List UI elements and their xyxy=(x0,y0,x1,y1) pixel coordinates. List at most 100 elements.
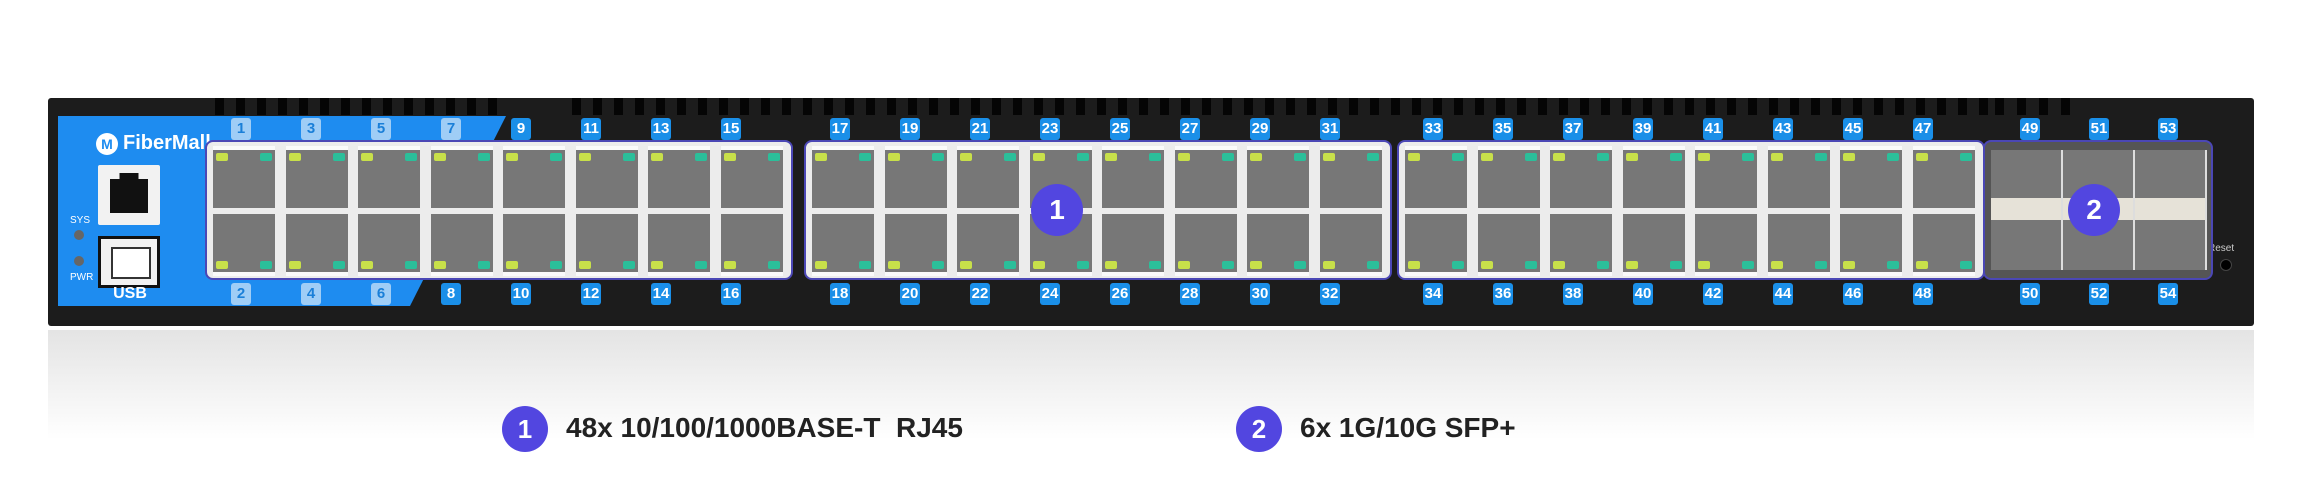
port-led xyxy=(1032,261,1045,269)
rj45-port[interactable] xyxy=(1622,214,1685,276)
port-number-label: 31 xyxy=(1320,118,1340,140)
rj45-port[interactable] xyxy=(1767,146,1830,208)
port-led xyxy=(695,153,707,161)
port-number-label: 26 xyxy=(1110,283,1130,305)
rj45-port[interactable] xyxy=(1174,146,1237,208)
rj45-port[interactable] xyxy=(1912,146,1975,208)
rj45-port[interactable] xyxy=(1550,146,1612,208)
rj45-port[interactable] xyxy=(648,214,710,276)
rj45-port[interactable] xyxy=(957,214,1019,276)
vent-slot xyxy=(425,98,434,115)
rj45-port[interactable] xyxy=(503,214,565,276)
rj45-port[interactable] xyxy=(884,214,947,276)
port-number-label: 5 xyxy=(371,118,391,140)
rj45-port[interactable] xyxy=(812,146,874,208)
usb-port[interactable] xyxy=(98,236,160,288)
rj45-port[interactable] xyxy=(1840,146,1902,208)
rj45-port[interactable] xyxy=(430,146,493,208)
reset-button[interactable] xyxy=(2220,259,2232,271)
port-number-label: 21 xyxy=(970,118,990,140)
rj45-port[interactable] xyxy=(358,146,420,208)
rj45-port[interactable] xyxy=(957,146,1019,208)
vent-slot xyxy=(971,98,980,115)
rj45-port[interactable] xyxy=(1405,146,1467,208)
vent-slot xyxy=(404,98,413,115)
port-led xyxy=(1221,153,1234,161)
rj45-port[interactable] xyxy=(285,214,348,276)
rj45-port[interactable] xyxy=(812,214,874,276)
rj45-port[interactable] xyxy=(1840,214,1902,276)
sfp-port[interactable] xyxy=(1991,150,2063,270)
port-led xyxy=(931,261,944,269)
sfp-port[interactable] xyxy=(2135,150,2207,270)
rj45-port[interactable] xyxy=(430,214,493,276)
vent-slot xyxy=(908,98,917,115)
port-led xyxy=(1669,261,1682,269)
rj45-port[interactable] xyxy=(503,146,565,208)
rj45-port[interactable] xyxy=(1247,146,1309,208)
port-led xyxy=(1915,153,1928,161)
port-led xyxy=(651,261,663,269)
vent-slot xyxy=(1265,98,1274,115)
rj45-port[interactable] xyxy=(1695,214,1757,276)
rj45-port[interactable] xyxy=(575,214,638,276)
vent-slot xyxy=(1853,98,1862,115)
vent-slot xyxy=(1601,98,1610,115)
rj45-port[interactable] xyxy=(1319,214,1382,276)
rj45-port[interactable] xyxy=(1102,214,1164,276)
vent-slot xyxy=(1517,98,1526,115)
rj45-port[interactable] xyxy=(1174,214,1237,276)
rj45-port[interactable] xyxy=(720,214,783,276)
port-led xyxy=(405,261,417,269)
rj45-port[interactable] xyxy=(285,146,348,208)
port-led xyxy=(1004,261,1016,269)
vent-slot xyxy=(2039,98,2048,115)
port-number-label: 16 xyxy=(721,283,741,305)
vent-slot xyxy=(866,98,875,115)
vent-slot xyxy=(1454,98,1463,115)
rj45-port[interactable] xyxy=(1247,214,1309,276)
reflection xyxy=(48,330,2254,440)
rj45-port[interactable] xyxy=(213,146,275,208)
port-number-label: 32 xyxy=(1320,283,1340,305)
rj45-port[interactable] xyxy=(1102,146,1164,208)
rj45-port[interactable] xyxy=(358,214,420,276)
console-port[interactable] xyxy=(98,165,160,225)
port-led xyxy=(477,153,490,161)
rj45-port[interactable] xyxy=(1912,214,1975,276)
port-number-label: 39 xyxy=(1633,118,1653,140)
port-led xyxy=(1959,153,1972,161)
rj45-port[interactable] xyxy=(1477,214,1540,276)
rj45-port[interactable] xyxy=(1695,146,1757,208)
port-led xyxy=(550,261,562,269)
port-led xyxy=(1105,261,1117,269)
vent-slot xyxy=(1412,98,1421,115)
rj45-port[interactable] xyxy=(575,146,638,208)
rj45-port[interactable] xyxy=(213,214,275,276)
port-led xyxy=(960,153,972,161)
rj45-port[interactable] xyxy=(720,146,783,208)
port-number-label: 41 xyxy=(1703,118,1723,140)
port-led xyxy=(767,153,780,161)
rj45-port[interactable] xyxy=(1405,214,1467,276)
port-led xyxy=(361,153,373,161)
port-led xyxy=(1322,261,1335,269)
brand-name: FiberMall xyxy=(123,132,211,154)
rj45-port[interactable] xyxy=(1319,146,1382,208)
port-led xyxy=(1843,153,1855,161)
rj45-port[interactable] xyxy=(1767,214,1830,276)
rj45-port[interactable] xyxy=(648,146,710,208)
port-led xyxy=(1524,261,1537,269)
port-led xyxy=(859,153,871,161)
vent-slot xyxy=(1769,98,1778,115)
vent-slot xyxy=(1118,98,1127,115)
pwr-label: PWR xyxy=(70,272,94,283)
rj45-port[interactable] xyxy=(1622,146,1685,208)
port-led xyxy=(1250,153,1262,161)
rj45-port[interactable] xyxy=(1550,214,1612,276)
rj45-port[interactable] xyxy=(1477,146,1540,208)
vent-slot xyxy=(929,98,938,115)
port-led xyxy=(622,153,635,161)
rj45-port[interactable] xyxy=(884,146,947,208)
vent-slot xyxy=(257,98,266,115)
